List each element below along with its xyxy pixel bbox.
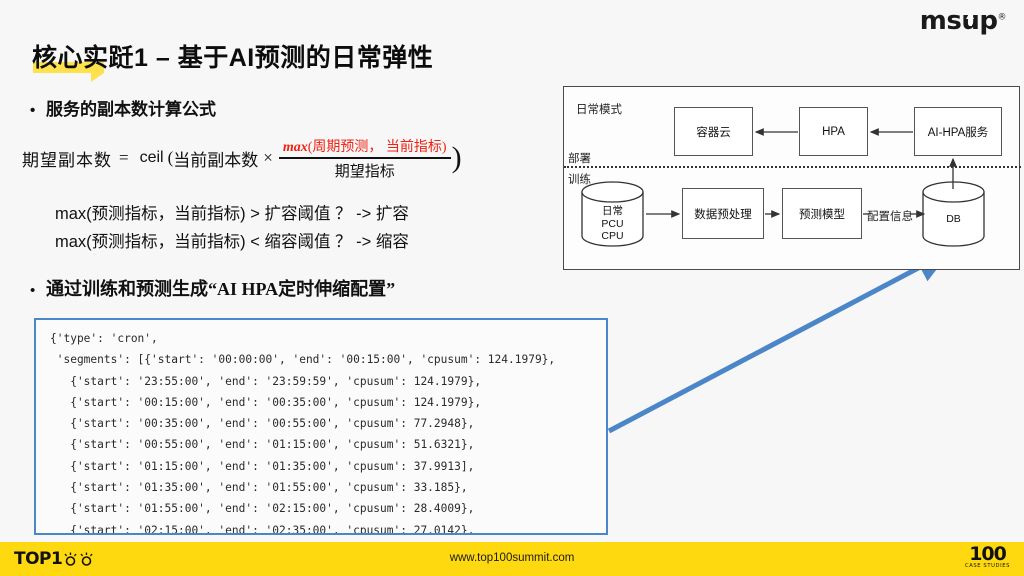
top1-logo: TOP1 [14,549,94,569]
code-line: {'start': '00:55:00', 'end': '01:15:00',… [50,438,475,452]
formula-open-paren: ( [167,148,174,168]
condition-line-scale-in: max(预测指标，当前指标) < 缩容阈值 ？ -> 缩容 [55,233,409,251]
formula-numerator: max(周期预测， 当前指标) [279,136,451,157]
bullet-label-1: 服务的副本数计算公式 [46,100,216,119]
diagram-connectors [646,128,957,218]
condition-line-scale-out: max(预测指标，当前指标) > 扩容阈值 ？ -> 扩容 [55,205,409,223]
footer-bar: TOP1 www.top100summit.com 100 CASE S [0,542,1024,576]
diagram-cylinder-source-label: 日常 PCU CPU [601,205,624,242]
formula-operand: 当前副本数 [173,150,259,170]
bullet-marker-icon-2: • [30,283,36,299]
sunburst-icon [64,552,77,566]
formula-ceil: ceil [139,149,164,167]
formula-numerator-args: (周期预测， 当前指标) [307,140,447,155]
diagram-box-predict-model: 预测模型 [782,188,862,239]
code-line: 'segments': [{'start': '00:00:00', 'end'… [50,353,556,367]
page-title-text: 核心实跹1 – 基于AI预测的日常弹性 [32,44,434,72]
bullet-item-1: • 服务的副本数计算公式 [30,95,216,120]
formula-numerator-max: max [282,140,308,155]
code-line: {'start': '01:15:00', 'end': '01:35:00',… [50,459,475,473]
msup-logo-p: p [979,6,998,36]
registered-mark: ® [997,12,1007,23]
formula-times: × [263,148,273,168]
formula-equals: = [119,148,129,168]
bullet-marker-icon: • [30,102,36,119]
diagram-cylinder-db-label: DB [946,213,961,225]
diagram-divider [564,166,1021,168]
cylinder-icon [922,181,985,247]
case-studies-subtitle: CASE STUDIES [965,563,1010,569]
sunburst-icon [80,552,93,566]
diagram-label-deploy: 部署 [568,153,591,165]
msup-logo-u: u [961,6,980,36]
footer-url[interactable]: www.top100summit.com [449,552,575,564]
diagram-box-container-cloud: 容器云 [674,107,753,156]
code-line: {'start': '01:55:00', 'end': '02:15:00',… [50,502,475,516]
code-line: {'start': '02:15:00', 'end': '02:35:00',… [50,523,475,535]
diagram-box-preprocess: 数据预处理 [682,188,764,239]
top1-logo-text: TOP1 [14,549,63,569]
bullet-item-2: • 通过训练和预测生成“AI HPA定时伸缩配置” [30,275,395,301]
replica-count-formula: 期望副本数 = ceil ( 当前副本数 × max(周期预测， 当前指标) 期… [22,136,462,181]
case-studies-number: 100 [969,543,1007,565]
case-studies-logo: 100 CASE STUDIES [965,545,1010,570]
diagram-label-mode: 日常模式 [576,104,622,116]
msup-logo-m: ms [919,6,962,36]
formula-fraction-bar [278,157,451,159]
code-line: {'start': '01:35:00', 'end': '01:55:00',… [50,481,468,495]
diagram-cylinder-source: 日常 PCU CPU [581,181,644,247]
formula-close-paren: ) [451,141,462,175]
code-line: {'start': '00:15:00', 'end': '00:35:00',… [50,395,482,409]
code-line: {'type': 'cron', [50,332,158,345]
title-highlight-marker [33,62,104,82]
code-line: {'start': '00:35:00', 'end': '00:55:00',… [50,417,475,431]
up-arrow-icon [966,12,975,26]
diagram-edge-label-config: 配置信息 [867,211,913,223]
code-line: {'start': '23:55:00', 'end': '23:59:59',… [50,374,482,388]
bullet-label-2: 通过训练和预测生成“AI HPA定时伸缩配置” [46,279,396,299]
formula-lhs: 期望副本数 [22,150,112,170]
architecture-diagram: 日常模式 部署 训练 容器云 HPA AI-HPA服务 数据预处理 预测模型 配… [563,86,1021,270]
top1-logo-rays-icon [63,552,94,566]
diagram-box-hpa: HPA [799,107,868,156]
diagram-box-ai-hpa-service: AI-HPA服务 [914,107,1002,156]
formula-fraction: max(周期预测， 当前指标) 期望指标 [278,136,451,181]
formula-denominator: 期望指标 [334,163,395,180]
cylinder-icon [581,181,644,247]
diagram-cylinder-db: DB [922,181,985,247]
diagram-label-train: 训练 [568,174,591,186]
page-title: 核心实跹1 – 基于AI预测的日常弹性 [32,38,433,74]
cron-config-code-block: {'type': 'cron', 'segments': [{'start': … [34,318,608,535]
